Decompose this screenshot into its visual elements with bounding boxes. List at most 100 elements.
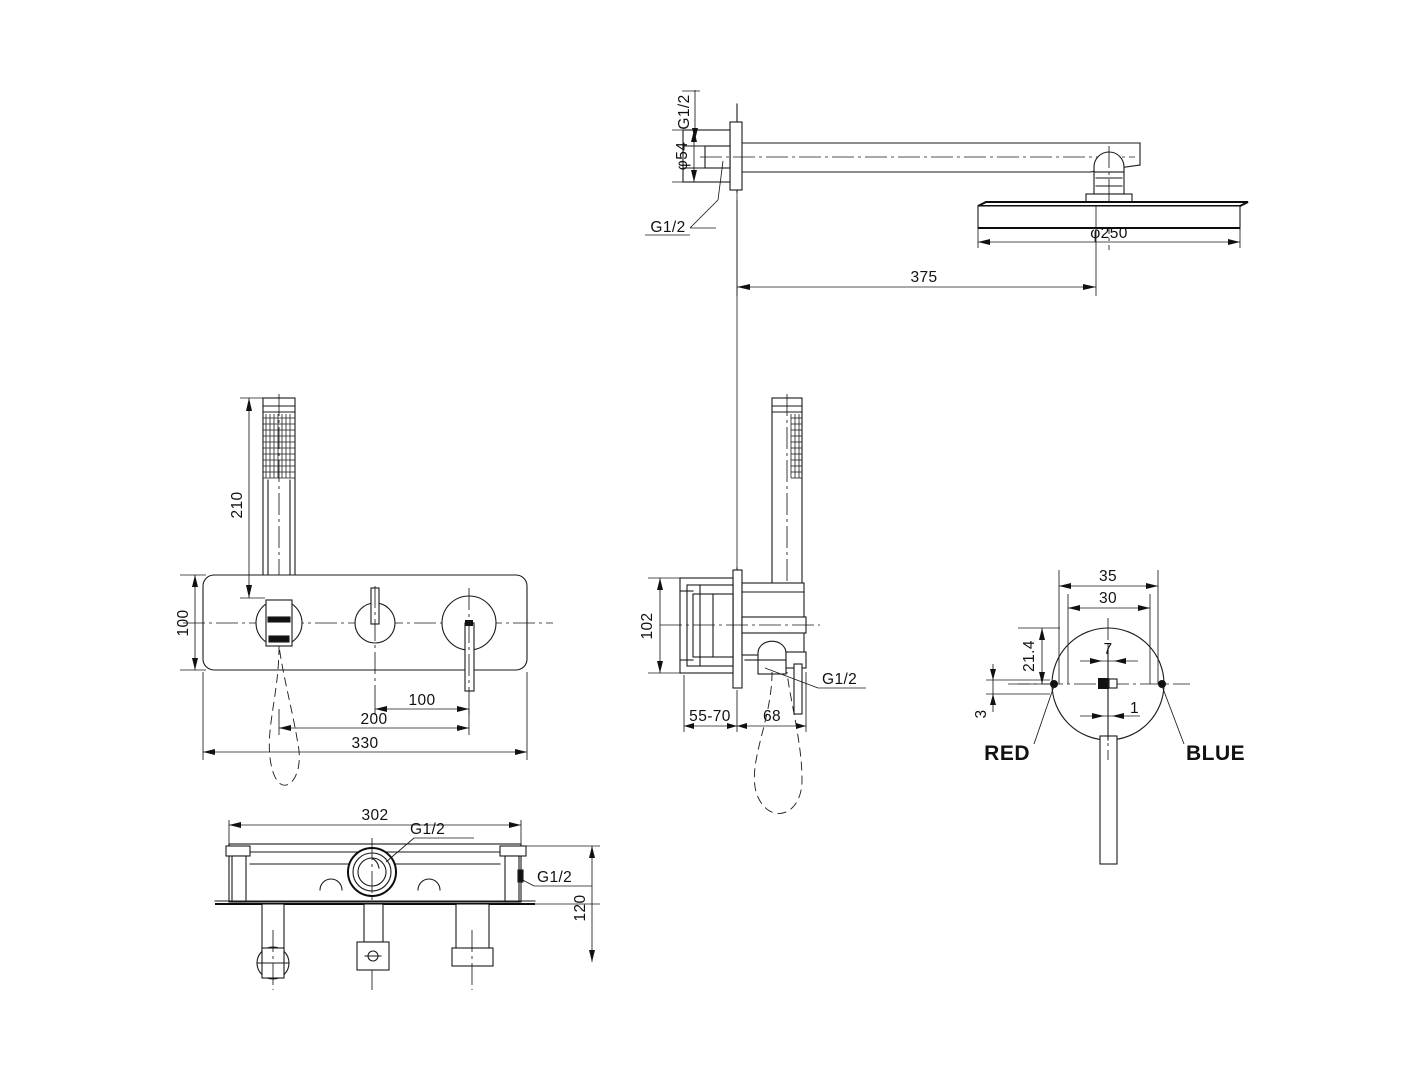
plan-mixer-cap — [451, 947, 494, 967]
dim-body-width: 302 — [228, 807, 522, 846]
side-outlet-dome — [757, 640, 787, 661]
plan-right-port-thread — [517, 869, 524, 883]
dim-250-text: φ250 — [1090, 225, 1128, 242]
dim-handle-spacing: 100 — [374, 692, 470, 715]
dim-plate-width: 330 — [202, 672, 528, 760]
dim-100s-arrow-left — [375, 706, 387, 712]
view-front-elevation: 210 100 100 200 — [175, 394, 553, 786]
dim-1-arrow-left — [1092, 713, 1104, 719]
dim-30-arrow-left — [1068, 605, 1080, 611]
holder-band-front — [267, 616, 291, 623]
dim-68-arrow-left — [737, 723, 747, 729]
dim-210-arrow-bottom — [246, 585, 252, 598]
dim-100h-arrow-top — [192, 575, 198, 587]
dim-200-text: 200 — [360, 711, 387, 728]
red-leader — [1033, 685, 1055, 745]
plan-left-end-cap — [225, 845, 251, 857]
side-hose-path — [753, 671, 803, 814]
plan-boss-right — [417, 878, 441, 891]
dim-100s-text: 100 — [408, 692, 435, 709]
dim-plate-height: 100 — [175, 574, 206, 671]
dim-1-arrow-right — [1112, 713, 1124, 719]
detail-handle-lever — [1099, 735, 1118, 865]
plan-left-port-stem — [231, 855, 247, 903]
dim-5570-text: 55-70 — [689, 708, 731, 725]
dim-7-text: 7 — [1103, 641, 1112, 658]
dim-5570-arrow-left — [684, 723, 694, 729]
dim-250-arrow-left — [978, 239, 990, 245]
dim-68-text: 68 — [763, 708, 781, 725]
red-label-text: RED — [984, 742, 1030, 765]
side-handle-lever — [793, 663, 803, 715]
view-side-elevation: 102 55-70 68 G1/2 — [639, 394, 866, 814]
plan-right-port-stem — [504, 855, 520, 903]
dim-120-text: 120 — [572, 894, 589, 921]
view-handle-detail: 35 30 21.4 3 — [973, 568, 1245, 865]
holder-hosenut-front — [268, 635, 290, 643]
label-side-outlet-thread: G1/2 — [764, 667, 866, 689]
dim-1-text: 1 — [1130, 700, 1139, 717]
plan-g12-side-leader — [518, 877, 535, 887]
label-red: RED — [984, 685, 1055, 765]
side-wall-plate — [732, 569, 743, 689]
dim-102-text: 102 — [639, 612, 656, 639]
dim-35-arrow-right — [1146, 583, 1158, 589]
dim-100h-arrow-bottom — [192, 658, 198, 670]
dim-handshower-length: 210 — [229, 397, 295, 599]
dim-375-text: 375 — [910, 269, 937, 286]
plan-mixer-stem — [455, 903, 490, 957]
blue-indicator-dot — [1158, 680, 1166, 688]
dim-outer-width: 35 — [1058, 568, 1159, 684]
handshower-hose-path — [268, 645, 300, 786]
blue-label-text: BLUE — [1186, 742, 1245, 765]
dim-54-text: φ54 — [674, 142, 691, 171]
dim-200-arrow-right — [457, 725, 469, 731]
g12-leader-slant — [689, 199, 719, 229]
dim-indicator-height: 21.4 — [1018, 627, 1060, 685]
dim-3-arrow-top — [990, 669, 996, 680]
dim-375-arrow-right — [1083, 284, 1096, 290]
dim-7-arrow-right — [1114, 658, 1126, 664]
label-blue: BLUE — [1161, 685, 1245, 765]
dim-250-arrow-right — [1228, 239, 1240, 245]
dim-wall-depth: 55-70 — [683, 675, 738, 732]
arm-wall-flange — [729, 121, 743, 191]
plan-right-end-cap — [499, 845, 527, 857]
plan-g12-side-text: G1/2 — [537, 869, 572, 886]
dim-30-arrow-right — [1138, 605, 1150, 611]
dim-35-arrow-left — [1059, 583, 1071, 589]
dim-214-arrow-top — [1039, 628, 1045, 640]
dim-projection: 68 — [737, 672, 807, 732]
dim-3-arrow-bottom — [990, 694, 996, 705]
handshower-side-knurl — [790, 414, 802, 479]
g12-leader-up — [717, 160, 724, 201]
dim-200-arrow-left — [279, 725, 291, 731]
dim-100h-text: 100 — [175, 609, 192, 636]
dim-120-arrow-bottom — [589, 950, 595, 962]
dim-330-arrow-left — [203, 749, 215, 755]
dim-120-arrow-top — [589, 846, 595, 858]
dim-body-depth: 120 — [521, 845, 600, 962]
dim-outlet-to-handle: 200 — [278, 709, 470, 735]
dim-54-arrow-bottom — [691, 170, 697, 182]
view-shower-arm: φ250 375 φ54 G1/2 — [645, 90, 1249, 600]
handshower-knurl — [263, 414, 295, 479]
detail-center-marker — [1098, 678, 1109, 689]
plan-g12-top-text: G1/2 — [410, 821, 445, 838]
dim-375-arrow-left — [737, 284, 750, 290]
g12-leader-text: G1/2 — [650, 219, 685, 236]
dim-5570-arrow-right — [727, 723, 737, 729]
dim-214-text: 21.4 — [1021, 640, 1038, 672]
label-arm-inlet-thread-leader: G1/2 — [645, 160, 724, 236]
dim-302-arrow-left — [229, 822, 241, 828]
dim-210-arrow-top — [246, 398, 252, 411]
side-g12-text: G1/2 — [822, 671, 857, 688]
label-arm-inlet-thread-top: G1/2 — [676, 90, 700, 140]
shower-head-top-bevel — [977, 201, 1249, 207]
dim-100s-arrow-right — [457, 706, 469, 712]
blue-leader — [1161, 685, 1185, 745]
dim-inner-width: 30 — [1067, 590, 1151, 684]
dim-330-text: 330 — [351, 735, 378, 752]
